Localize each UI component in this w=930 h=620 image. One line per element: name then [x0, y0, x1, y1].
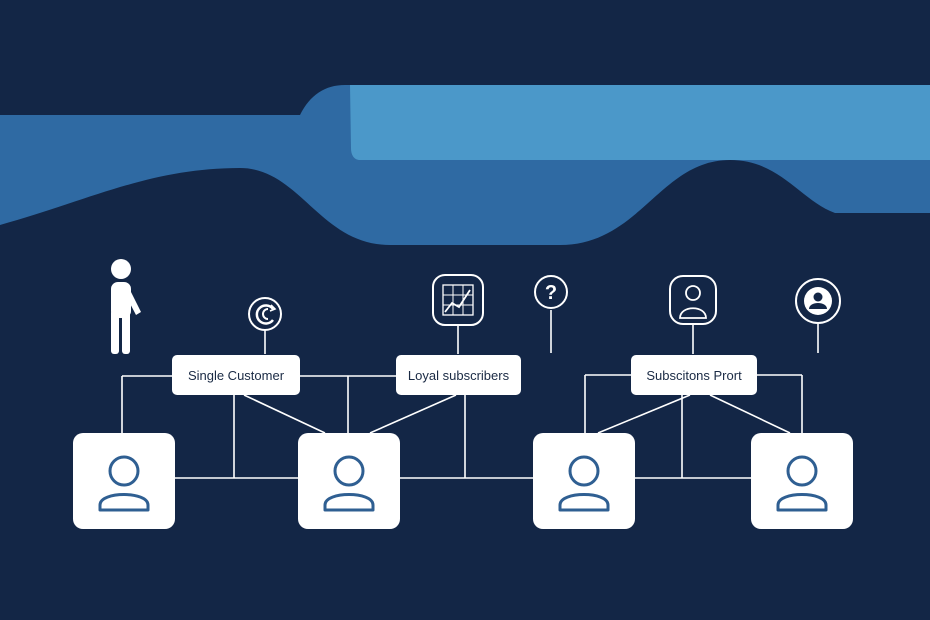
connector: [709, 394, 791, 434]
question-mark: ?: [545, 282, 557, 304]
label-loyal-subscribers: Loyal subscribers: [396, 355, 521, 395]
label-single-customer: Single Customer: [172, 355, 300, 395]
user-icon: [98, 455, 150, 512]
user-card: [73, 433, 175, 529]
refresh-icon: [248, 297, 282, 331]
user-icon: [558, 455, 610, 512]
label-subscriptions-port: Subscitons Prort: [631, 355, 757, 395]
connector: [369, 394, 457, 434]
user-card: [533, 433, 635, 529]
question-icon: ?: [534, 275, 568, 309]
user-card: [751, 433, 853, 529]
user-badge-icon: [669, 275, 717, 325]
user-icon: [323, 455, 375, 512]
user-card: [298, 433, 400, 529]
person-figure-icon: [111, 259, 141, 354]
user-icon: [776, 455, 828, 512]
chart-icon: [432, 274, 484, 326]
wave-light-band: [350, 85, 930, 160]
connector: [597, 394, 691, 434]
connector: [243, 394, 326, 434]
avatar-pin-icon: [795, 278, 841, 324]
